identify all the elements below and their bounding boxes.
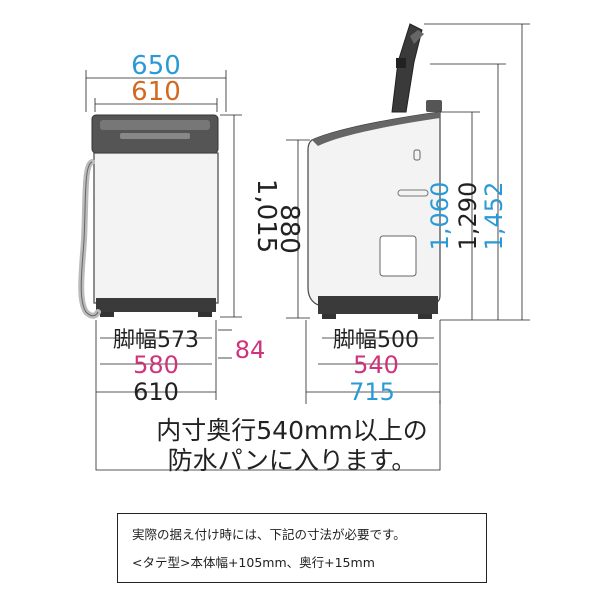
pan-text-line2: 防水パンに入ります。 [168, 446, 417, 475]
side-height-label: 880 [274, 204, 304, 254]
side-lid-hinge [396, 58, 406, 68]
front-lid-width-label: 610 [131, 77, 181, 107]
side-top-fixture [426, 100, 442, 112]
front-base-width-label: 610 [133, 378, 179, 406]
front-leg-outer-label: 580 [133, 351, 179, 379]
side-base [318, 296, 438, 314]
pan-bracket [95, 400, 441, 471]
side-leg-outer-label: 540 [353, 351, 399, 379]
front-foot-right [198, 312, 212, 317]
pan-text-line1: 内寸奥行540mm以上の [156, 416, 427, 445]
side-back-panel [312, 112, 440, 146]
front-handle [120, 133, 190, 139]
side-handle-slot [397, 189, 429, 197]
front-leg-side-label: 84 [235, 336, 266, 364]
installation-note-line1: 実際の据え付け時には、下記の寸法が必要です。 [132, 527, 406, 542]
side-leg-width-label: 脚幅500 [333, 328, 419, 353]
front-lid-strip [100, 120, 210, 130]
side-lid-open-3-label: 1,452 [480, 182, 508, 251]
side-indicator [413, 149, 421, 161]
front-body [93, 152, 219, 304]
front-overall-width-label: 650 [131, 51, 181, 81]
side-foot-right [418, 314, 432, 319]
front-leg-width-label: 脚幅573 [113, 328, 199, 353]
installation-note-box: 実際の据え付け時には、下記の寸法が必要です。 <タテ型>本体幅+105mm、奥行… [117, 513, 487, 583]
side-service-panel [379, 235, 417, 277]
side-foot-left [322, 314, 336, 319]
front-foot-left [100, 312, 114, 317]
side-lid-open-2-label: 1,290 [454, 182, 482, 251]
front-view [78, 70, 242, 400]
installation-note-line2: <タテ型>本体幅+105mm、奥行+15mm [132, 555, 375, 570]
front-height-label: 1,015 [251, 179, 281, 253]
side-view [286, 23, 530, 404]
side-depth-label: 715 [349, 378, 395, 406]
front-base [96, 298, 216, 312]
side-lid-open-1-label: 1,060 [426, 182, 454, 251]
